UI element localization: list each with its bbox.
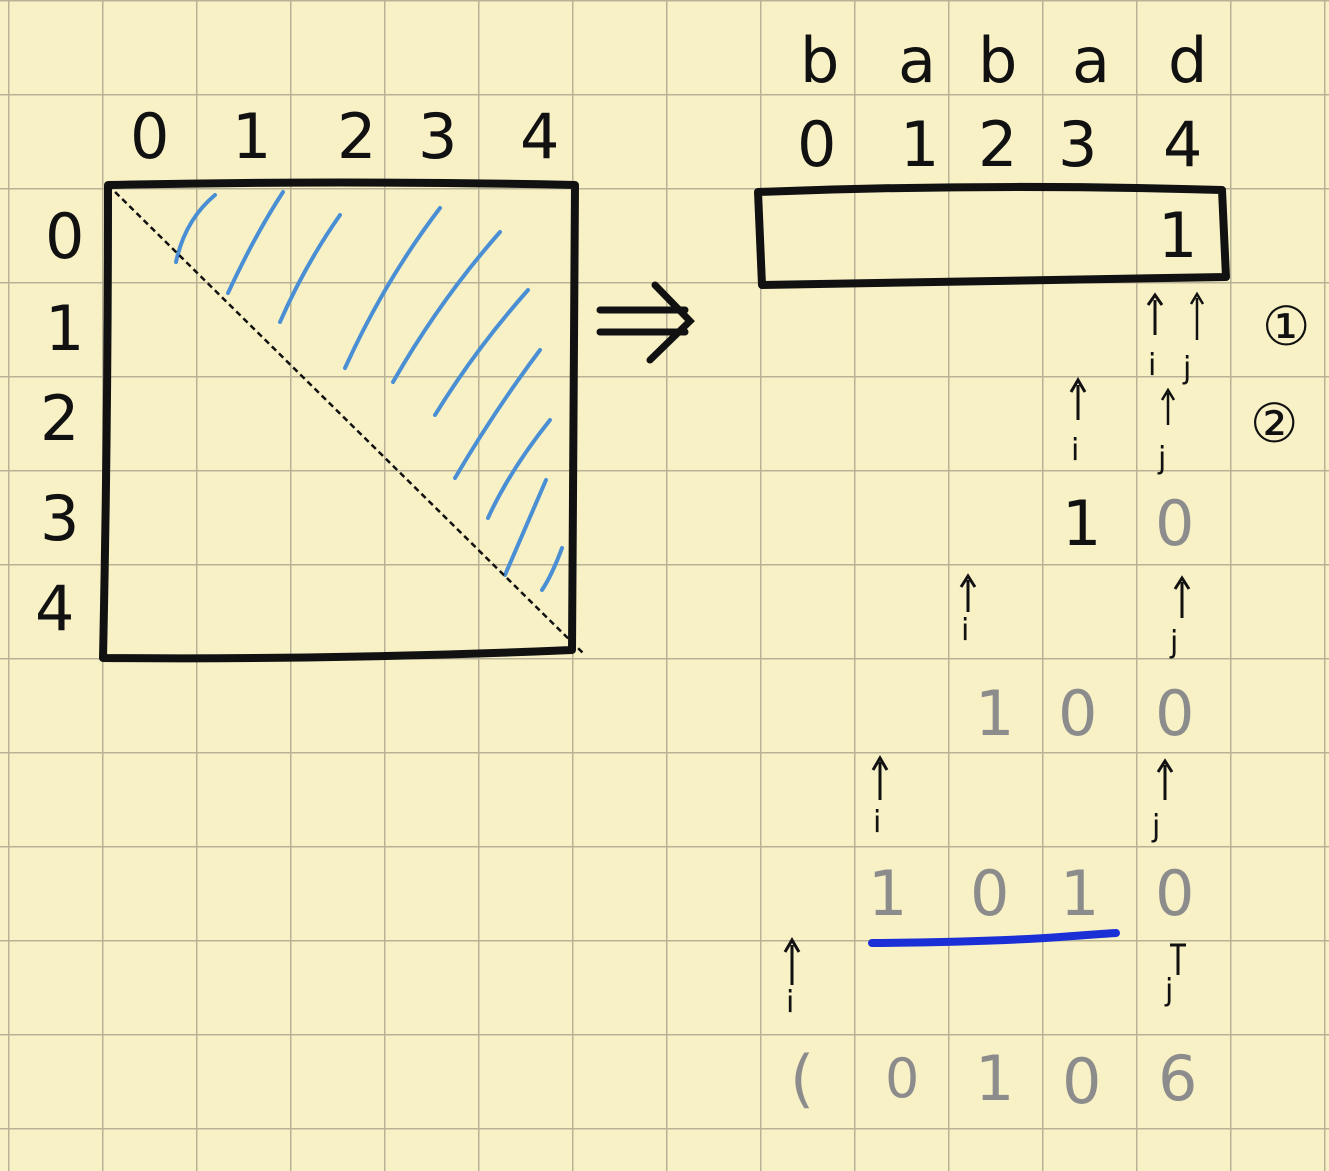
- matrix-col-label: 1: [232, 100, 271, 173]
- j-pointer: j: [1157, 387, 1176, 476]
- string-index: 3: [1058, 108, 1097, 181]
- matrix-col-label: 3: [418, 100, 457, 173]
- step-value: 6: [1158, 1042, 1197, 1115]
- matrix-row-label: 2: [40, 382, 79, 455]
- string-char: b: [978, 24, 1017, 97]
- string-char: a: [898, 24, 936, 97]
- step-value: 1: [1062, 487, 1101, 560]
- string-char: a: [1072, 24, 1110, 97]
- matrix-row-label: 0: [45, 200, 84, 273]
- j-pointer: j: [1169, 575, 1191, 660]
- matrix-col-label: 0: [130, 100, 169, 173]
- string-index: 4: [1163, 108, 1202, 181]
- matrix-border: [99, 178, 579, 663]
- step-label: ②: [1250, 392, 1298, 455]
- matrix-diagonal: [107, 184, 586, 656]
- j-marker: j: [1151, 809, 1160, 844]
- i-marker: i: [961, 613, 969, 648]
- j-pointer: j: [1151, 758, 1174, 844]
- string-index: 1: [900, 108, 939, 181]
- step-value: 0: [1062, 1045, 1101, 1118]
- i-pointer: i: [959, 573, 977, 648]
- string-char: d: [1168, 24, 1207, 97]
- step-4: i j 1 0 1 0: [868, 755, 1194, 947]
- i-pointer: i: [1069, 377, 1087, 468]
- j-pointer: j: [1182, 291, 1205, 386]
- step-value: 1: [1060, 857, 1099, 930]
- j-marker: j: [1164, 973, 1173, 1008]
- step-value: 1: [868, 857, 907, 930]
- transform-arrow: [596, 281, 695, 364]
- step-value: 0: [1155, 857, 1194, 930]
- step-value: 0: [1058, 677, 1097, 750]
- dp-row-cell: 1: [1158, 199, 1197, 272]
- step-label: ①: [1262, 295, 1310, 358]
- step-1: i j ①: [1146, 291, 1310, 386]
- j-pointer: j: [1164, 943, 1186, 1008]
- step-value: 0: [1155, 677, 1194, 750]
- blue-underline: [868, 929, 1120, 947]
- step-value: 0: [885, 1047, 919, 1110]
- matrix-row-label: 3: [40, 482, 79, 555]
- i-pointer: i: [871, 755, 889, 840]
- j-marker: j: [1169, 625, 1178, 660]
- step-3: i j 1 0 0: [959, 573, 1194, 750]
- matrix-col-label: 2: [337, 100, 376, 173]
- step-2: i j ② 1 0: [1062, 377, 1298, 560]
- step-value: (: [790, 1042, 814, 1115]
- upper-triangle-hatching: [174, 190, 564, 592]
- i-marker: i: [786, 985, 794, 1020]
- string-index: 0: [797, 108, 836, 181]
- i-marker: i: [1148, 348, 1156, 383]
- i-pointer: i: [1146, 292, 1164, 383]
- string-char: b: [800, 24, 839, 97]
- i-marker: i: [1071, 433, 1079, 468]
- matrix-col-label: 4: [520, 100, 559, 173]
- step-5: i j ( 0 1 0 6: [783, 937, 1197, 1118]
- string-index: 2: [978, 108, 1017, 181]
- step-value: 0: [1155, 487, 1194, 560]
- i-pointer: i: [783, 937, 801, 1020]
- dp-matrix: 0 1 2 3 4 0 1 2 3 4: [35, 100, 586, 663]
- string-table: b a b a d 0 1 2 3 4 1: [754, 24, 1230, 289]
- i-marker: i: [873, 805, 881, 840]
- step-value: 0: [970, 857, 1009, 930]
- dp-row-box: [754, 182, 1230, 289]
- matrix-row-label: 1: [45, 292, 84, 365]
- step-value: 1: [975, 1042, 1014, 1115]
- matrix-row-label: 4: [35, 572, 74, 645]
- j-marker: j: [1157, 441, 1166, 476]
- j-marker: j: [1182, 351, 1191, 386]
- step-value: 1: [975, 677, 1014, 750]
